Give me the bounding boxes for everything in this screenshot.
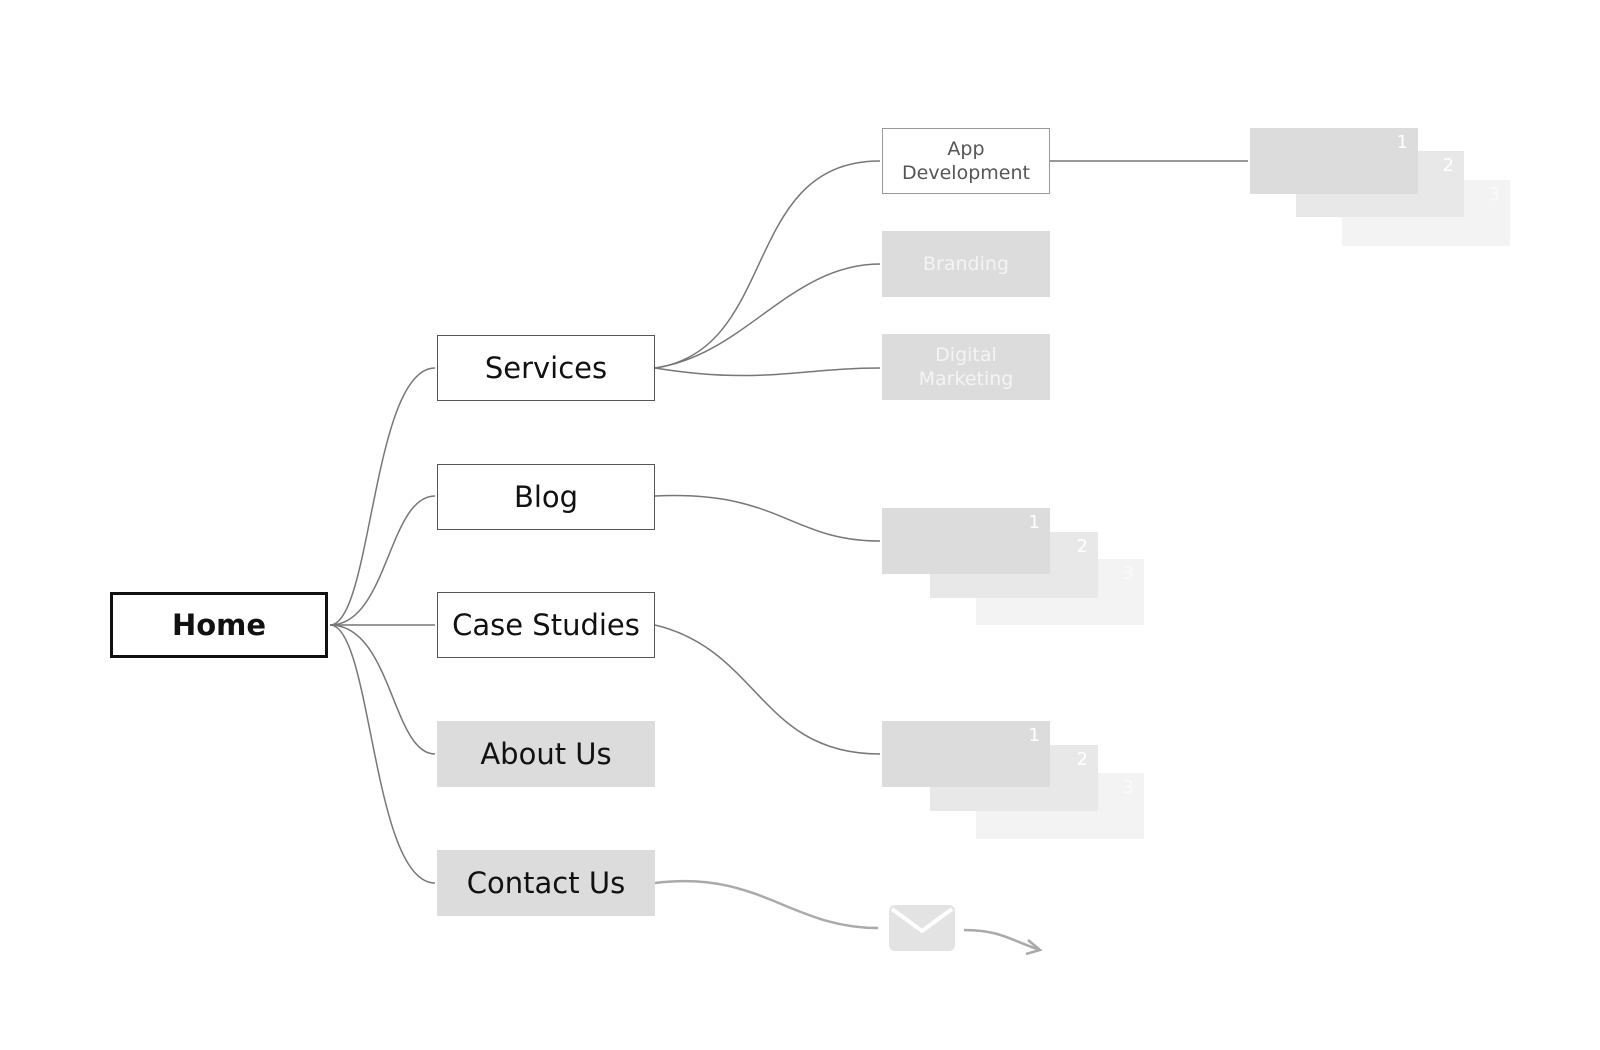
page-number: 3 — [1122, 777, 1134, 798]
case-studies-label: Case Studies — [452, 608, 640, 642]
page-number: 2 — [1076, 536, 1088, 557]
envelope-icon[interactable] — [888, 904, 956, 952]
about-us-label: About Us — [480, 737, 612, 771]
page-number: 2 — [1442, 155, 1454, 176]
home-node[interactable]: Home — [110, 592, 328, 658]
case-studies-page-1[interactable]: 1 — [882, 721, 1050, 787]
contact-us-node[interactable]: Contact Us — [437, 850, 655, 916]
blog-label: Blog — [513, 480, 579, 514]
digital-marketing-node[interactable]: Digital Marketing — [882, 334, 1050, 400]
home-label: Home — [171, 608, 267, 642]
page-number: 1 — [1028, 512, 1040, 533]
blog-node[interactable]: Blog — [437, 464, 655, 530]
branding-node[interactable]: Branding — [882, 231, 1050, 297]
about-us-node[interactable]: About Us — [437, 721, 655, 787]
app-development-node[interactable]: App Development — [882, 128, 1050, 194]
services-label: Services — [484, 351, 608, 385]
digital-marketing-line1: Digital — [935, 344, 997, 366]
page-number: 1 — [1028, 725, 1040, 746]
services-node[interactable]: Services — [437, 335, 655, 401]
page-number: 3 — [1488, 184, 1500, 205]
page-number: 2 — [1076, 749, 1088, 770]
page-number: 1 — [1396, 132, 1408, 153]
app-development-line1: App — [947, 138, 985, 160]
app-development-line2: Development — [902, 162, 1030, 184]
blog-page-1[interactable]: 1 — [882, 508, 1050, 574]
case-studies-node[interactable]: Case Studies — [437, 592, 655, 658]
branding-label: Branding — [923, 253, 1009, 275]
app-dev-page-1[interactable]: 1 — [1250, 128, 1418, 194]
digital-marketing-line2: Marketing — [918, 368, 1014, 390]
contact-us-label: Contact Us — [466, 866, 626, 900]
page-number: 3 — [1122, 563, 1134, 584]
